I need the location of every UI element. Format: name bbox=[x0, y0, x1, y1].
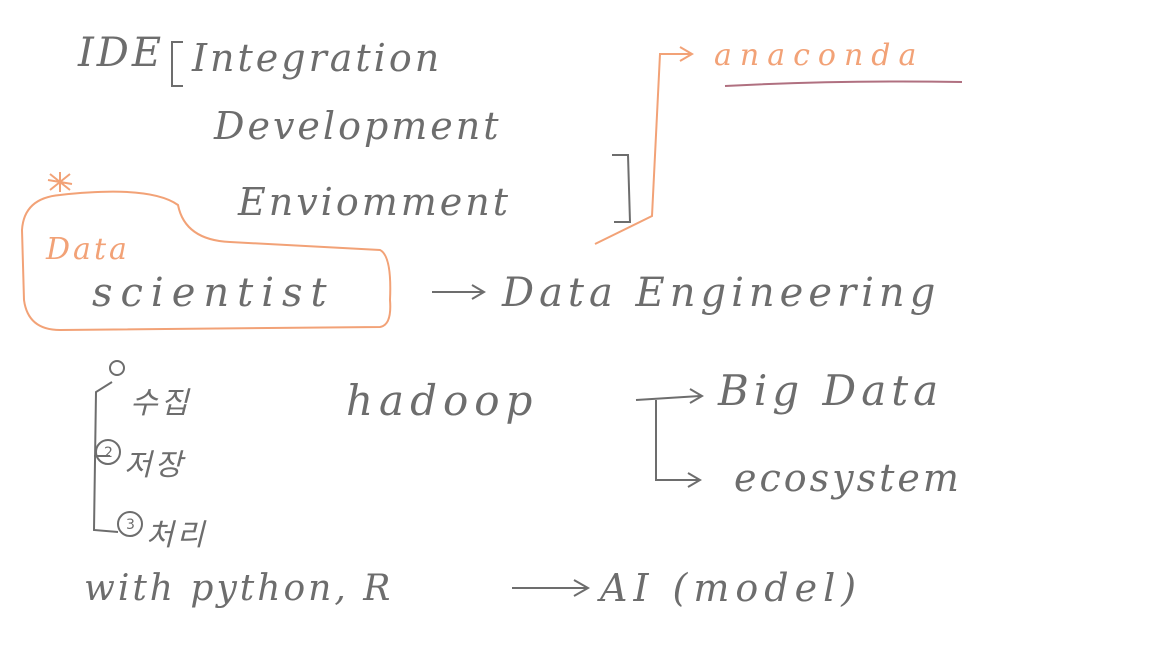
step-1-circle bbox=[109, 360, 125, 376]
step-3-circle bbox=[117, 511, 143, 537]
step-3-process: 처리 bbox=[146, 518, 208, 553]
step-3-number: 3 bbox=[126, 517, 135, 533]
data-scientist-highlight-box bbox=[20, 190, 392, 332]
big-data-label: Big Data bbox=[718, 366, 944, 415]
scientist-label: scientist bbox=[92, 270, 335, 316]
step-2-number: 2 bbox=[104, 445, 113, 461]
hadoop-label: hadoop bbox=[346, 376, 539, 425]
ide-abbr: IDE bbox=[78, 30, 165, 76]
ai-model-label: AI (model) bbox=[600, 566, 863, 610]
ai-arrow bbox=[512, 579, 591, 597]
step-1-collect: 수집 bbox=[130, 386, 192, 421]
asterisk-mark bbox=[47, 172, 73, 192]
ide-development: Development bbox=[214, 104, 502, 148]
bigdata-arrow bbox=[635, 388, 704, 404]
anaconda-arrow-head bbox=[679, 46, 694, 62]
ecosystem-label: ecosystem bbox=[734, 456, 962, 500]
ide-environment: Enviomment bbox=[238, 180, 512, 224]
engineering-arrow bbox=[432, 284, 486, 300]
anaconda-underline bbox=[724, 80, 963, 87]
step-2-circle bbox=[95, 439, 121, 465]
anaconda-label: anaconda bbox=[714, 38, 925, 73]
ecosystem-branch bbox=[655, 400, 702, 488]
with-python-r-label: with python, R bbox=[84, 568, 394, 609]
anaconda-arrow-line bbox=[594, 53, 690, 245]
ide-integration: Integration bbox=[192, 36, 443, 80]
ide-close-bracket bbox=[612, 154, 632, 223]
data-label: Data bbox=[46, 232, 130, 267]
data-engineering-label: Data Engineering bbox=[502, 270, 941, 316]
step-2-store: 저장 bbox=[124, 448, 186, 483]
ide-open-bracket bbox=[171, 41, 183, 87]
